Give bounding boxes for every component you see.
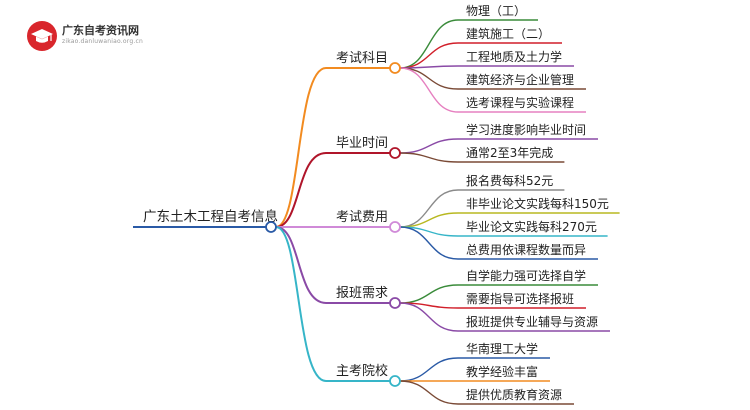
child-link bbox=[399, 138, 459, 154]
branch-toggle[interactable] bbox=[389, 221, 401, 233]
child-label: 通常2至3年完成 bbox=[466, 145, 553, 160]
root-branch-link bbox=[275, 226, 327, 382]
root-branch-link bbox=[275, 226, 327, 304]
branch-toggle[interactable] bbox=[389, 375, 401, 387]
child-label: 非毕业论文实践每科150元 bbox=[466, 196, 609, 211]
child-label: 学习进度影响毕业时间 bbox=[466, 122, 586, 137]
child-label: 建筑施工（二） bbox=[466, 26, 550, 41]
child-label: 建筑经济与企业管理 bbox=[466, 72, 574, 87]
child-label: 华南理工大学 bbox=[466, 341, 538, 356]
branch-node: 报班需求 bbox=[336, 286, 401, 309]
child-label: 提供优质教育资源 bbox=[466, 387, 562, 402]
root-label: 广东土木工程自考信息 bbox=[143, 208, 278, 225]
child-link bbox=[399, 212, 459, 228]
logo-title: 广东自考资讯网 bbox=[62, 24, 139, 37]
branch-node: 主考院校 bbox=[336, 363, 401, 387]
branch-label: 报班需求 bbox=[336, 286, 388, 301]
mindmap-links bbox=[275, 19, 620, 405]
child-link bbox=[399, 357, 459, 382]
branch-label: 考试科目 bbox=[336, 51, 388, 66]
mindmap-nodes: 广东土木工程自考信息 考试科目 物理（工） 建筑施工（二） 工程地质及土力学建筑经济与… bbox=[133, 4, 609, 402]
branch-label: 毕业时间 bbox=[336, 136, 388, 151]
root-branch-link bbox=[275, 67, 327, 228]
child-label: 毕业论文实践每科270元 bbox=[466, 219, 597, 234]
child-label: 工程地质及土力学 bbox=[466, 49, 562, 64]
child-label: 报班提供专业辅导与资源 bbox=[466, 314, 598, 329]
child-link bbox=[399, 67, 459, 113]
child-link bbox=[399, 19, 459, 69]
child-link bbox=[399, 284, 459, 304]
child-label: 选考课程与实验课程 bbox=[466, 95, 574, 110]
child-label: 总费用依课程数量而异 bbox=[466, 242, 586, 257]
branch-toggle[interactable] bbox=[389, 147, 401, 159]
branch-label: 考试费用 bbox=[336, 210, 388, 225]
logo-subtitle: zikao.danluwaniao.org.cn bbox=[62, 38, 143, 45]
child-label: 需要指导可选择报班 bbox=[466, 291, 574, 306]
child-link bbox=[399, 67, 459, 90]
child-link bbox=[399, 189, 459, 228]
root-branch-link bbox=[275, 152, 327, 228]
child-label: 自学能力强可选择自学 bbox=[466, 268, 586, 283]
child-label: 教学经验丰富 bbox=[466, 364, 538, 379]
child-link bbox=[399, 226, 459, 260]
branch-toggle[interactable] bbox=[389, 62, 401, 74]
branch-label: 主考院校 bbox=[336, 363, 388, 379]
branch-node: 考试费用 bbox=[336, 210, 401, 233]
child-label: 报名费每科52元 bbox=[466, 173, 553, 188]
child-link bbox=[399, 302, 459, 332]
branch-node: 考试科目 bbox=[336, 51, 401, 74]
root-toggle[interactable] bbox=[265, 221, 277, 233]
child-link bbox=[399, 42, 459, 69]
branch-toggle[interactable] bbox=[389, 297, 401, 309]
branch-node: 毕业时间 bbox=[336, 136, 401, 159]
graduation-cap-icon bbox=[27, 21, 57, 51]
child-label: 物理（工） bbox=[466, 4, 526, 18]
child-link bbox=[399, 380, 459, 405]
root-node: 广东土木工程自考信息 bbox=[133, 208, 278, 233]
child-link bbox=[399, 152, 459, 163]
site-logo: 广东自考资讯网 zikao.danluwaniao.org.cn bbox=[26, 20, 156, 52]
